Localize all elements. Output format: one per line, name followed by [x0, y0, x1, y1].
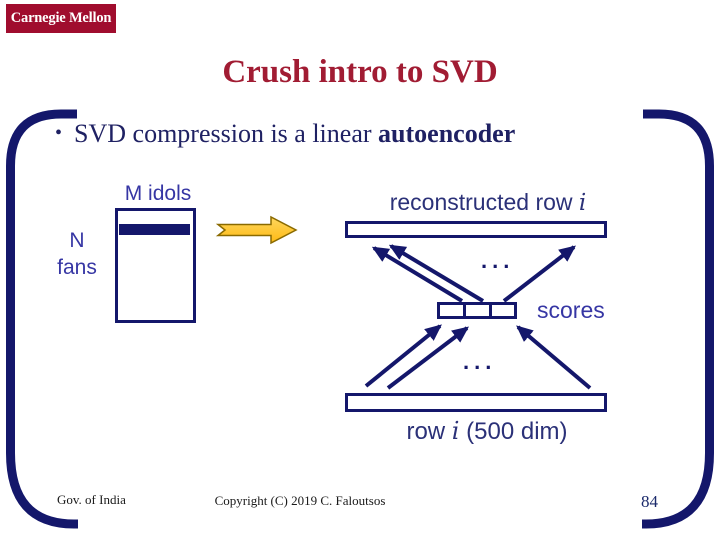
- bullet-line: • SVD compression is a linear autoencoder: [55, 119, 655, 149]
- scores-cell-divider: [463, 305, 466, 316]
- yellow-arrow-icon: [215, 215, 298, 245]
- cmu-logo-text: Carnegie Mellon: [10, 10, 112, 26]
- matrix-left-label: N fans: [44, 227, 110, 281]
- bullet-text-bold: autoencoder: [378, 119, 516, 148]
- footer-left-text: Gov. of India: [57, 492, 126, 507]
- arrow-input-to-scores-2: [386, 326, 470, 390]
- input-vector-rect: [345, 393, 607, 412]
- bullet-marker: •: [55, 122, 63, 144]
- matrix-top-label: M idols: [124, 182, 192, 205]
- matrix-left-label-line2: fans: [57, 256, 97, 279]
- reconstructed-row-label: reconstructed row i: [389, 189, 587, 216]
- left-bracket: [6, 109, 78, 529]
- input-row-label: row i (500 dim): [406, 417, 568, 445]
- slide-title: Crush intro to SVD: [222, 54, 498, 90]
- ellipsis-bottom: ...: [463, 349, 497, 374]
- arrow-scores-to-output-1: [371, 246, 464, 303]
- page-number: 84: [641, 492, 658, 511]
- scores-label: scores: [537, 297, 605, 323]
- matrix-highlighted-row: [119, 224, 190, 235]
- output-vector-rect: [345, 221, 607, 238]
- right-bracket: [642, 109, 714, 529]
- scores-cells: [437, 302, 517, 319]
- arrow-input-to-scores-3: [516, 325, 592, 390]
- arrow-scores-to-output-2: [388, 244, 485, 303]
- arrow-input-to-scores-1: [364, 324, 442, 388]
- arrow-scores-to-output-3: [502, 245, 576, 303]
- bullet-text: SVD compression is a linear: [74, 119, 379, 148]
- matrix-left-label-line1: N: [69, 229, 85, 252]
- footer-copyright: Copyright (C) 2019 C. Faloutsos: [214, 493, 386, 508]
- fans-idols-matrix: [115, 208, 196, 323]
- ellipsis-top: ...: [481, 248, 515, 273]
- scores-cell-divider: [489, 305, 492, 316]
- cmu-logo: Carnegie Mellon: [6, 4, 116, 33]
